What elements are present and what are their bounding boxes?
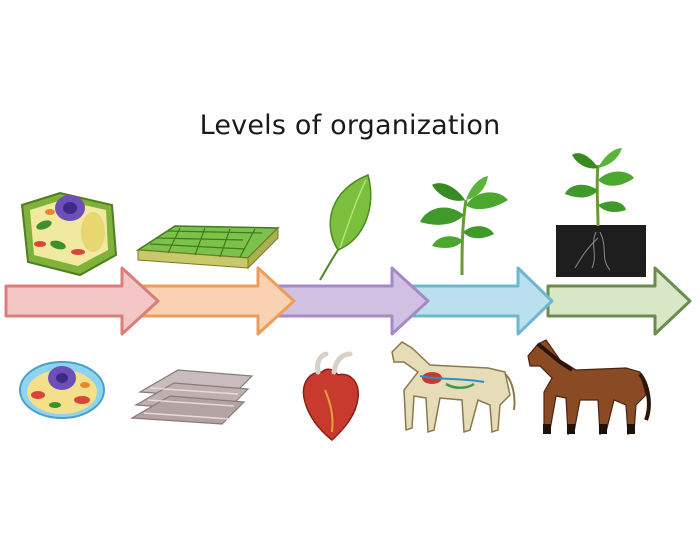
plant-tissue-image xyxy=(138,226,278,268)
plant-cell-image xyxy=(22,193,116,275)
plant-shoot-image xyxy=(420,176,508,275)
arrow-organism xyxy=(548,268,690,334)
plant-organism-image xyxy=(556,148,646,277)
heart-image xyxy=(304,354,359,440)
arrow-cell xyxy=(6,268,158,334)
horse-organism-image xyxy=(528,340,649,434)
leaf-image xyxy=(320,175,371,280)
arrow-organ-system xyxy=(410,268,552,334)
muscle-tissue-image xyxy=(132,370,252,424)
horse-organ-system-image xyxy=(392,342,515,432)
arrow-organ xyxy=(278,268,428,334)
arrow-tissue xyxy=(143,268,294,334)
animal-cell-image xyxy=(20,362,104,418)
arrow-row xyxy=(6,268,690,334)
